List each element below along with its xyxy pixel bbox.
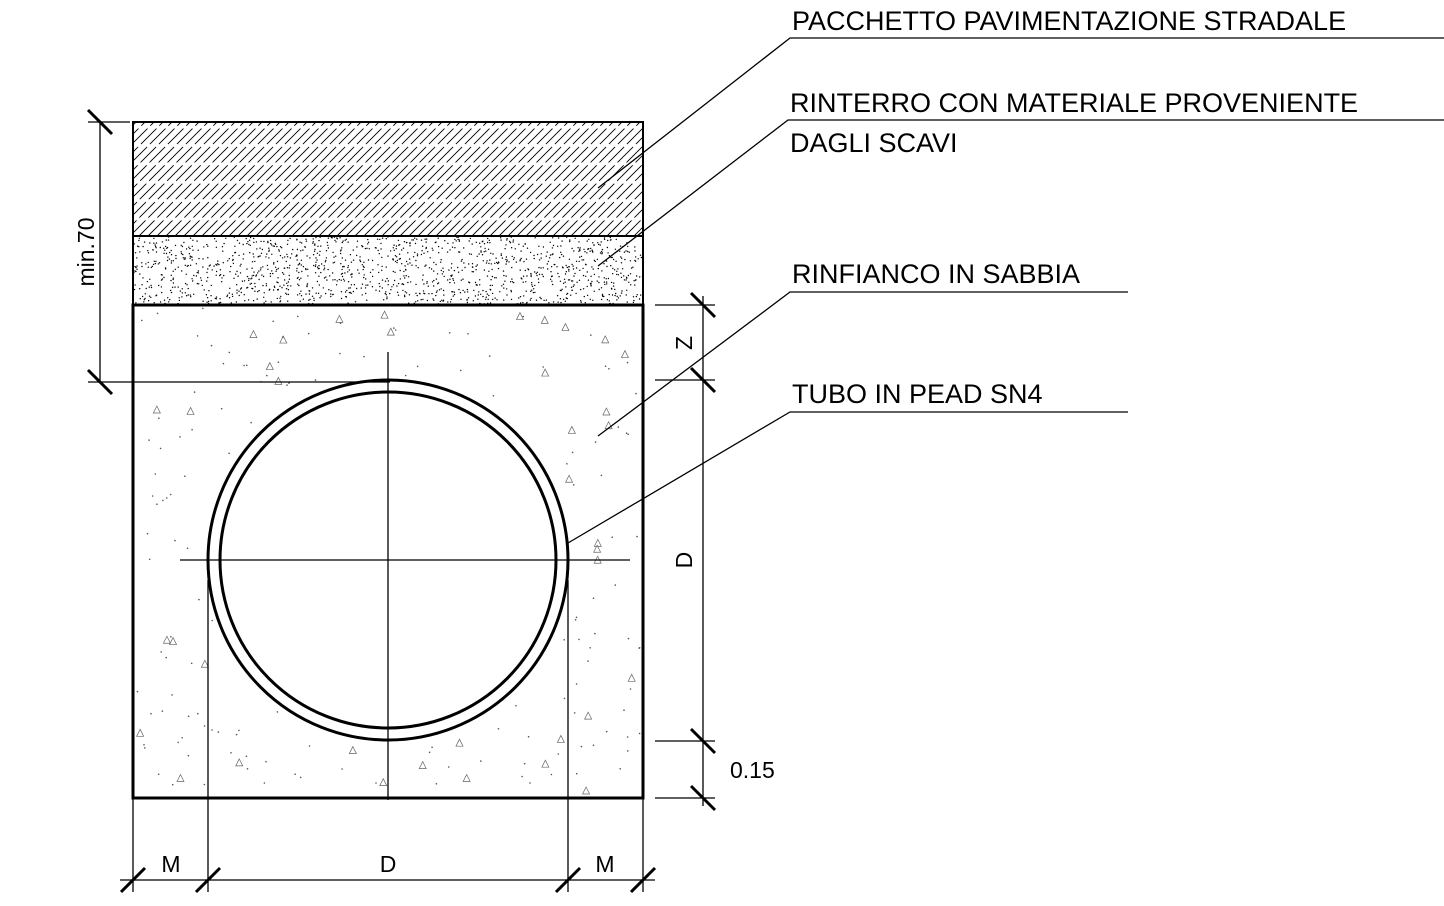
pavement-layer [132,121,644,237]
bedding-thickness-label: 0.15 [730,757,775,783]
backfill-label-line2: DAGLI SCAVI [790,128,958,158]
dimension-chain-bottom: M D M [119,580,657,894]
pavement-hatch [133,122,643,236]
sand-bedding-label: RINFIANCO IN SABBIA [792,259,1080,289]
pipe [180,352,630,800]
callout-pipe: TUBO IN PEAD SN4 [567,379,1128,544]
road-pavement-label: PACCHETTO PAVIMENTAZIONE STRADALE [792,6,1346,36]
side-margin-left-label: M [161,851,180,877]
dimension-cover-depth: min.70 [73,108,390,396]
callout-road-pavement: PACCHETTO PAVIMENTAZIONE STRADALE [597,6,1444,189]
backfill-texture [133,236,643,305]
callout-sand-bedding: RINFIANCO IN SABBIA [597,259,1128,437]
backfill-layer [132,235,644,306]
pipe-label: TUBO IN PEAD SN4 [792,379,1043,409]
dimension-chain-right: Z D 0.15 [655,291,775,812]
z-label: Z [671,336,697,350]
callout-backfill: RINTERRO CON MATERIALE PROVENIENTE DAGLI… [597,88,1444,267]
pipe-diameter-vertical-label: D [671,552,697,569]
backfill-label-line1: RINTERRO CON MATERIALE PROVENIENTE [790,88,1358,118]
pipe-diameter-horizontal-label: D [380,851,397,877]
side-margin-right-label: M [595,851,614,877]
cover-depth-label: min.70 [73,217,99,286]
